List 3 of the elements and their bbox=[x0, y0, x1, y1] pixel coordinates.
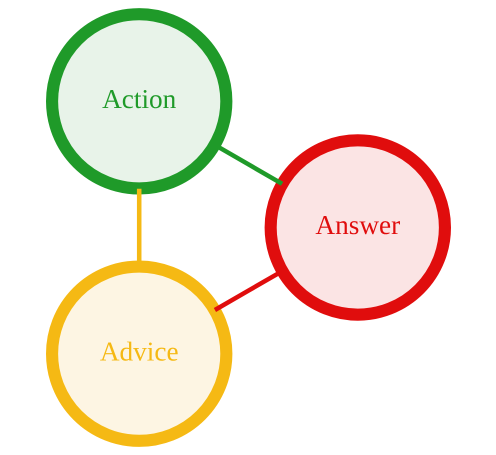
node-circle: Advice bbox=[46, 260, 232, 447]
node-circle: Answer bbox=[264, 134, 450, 321]
node-circle: Action bbox=[46, 8, 232, 194]
